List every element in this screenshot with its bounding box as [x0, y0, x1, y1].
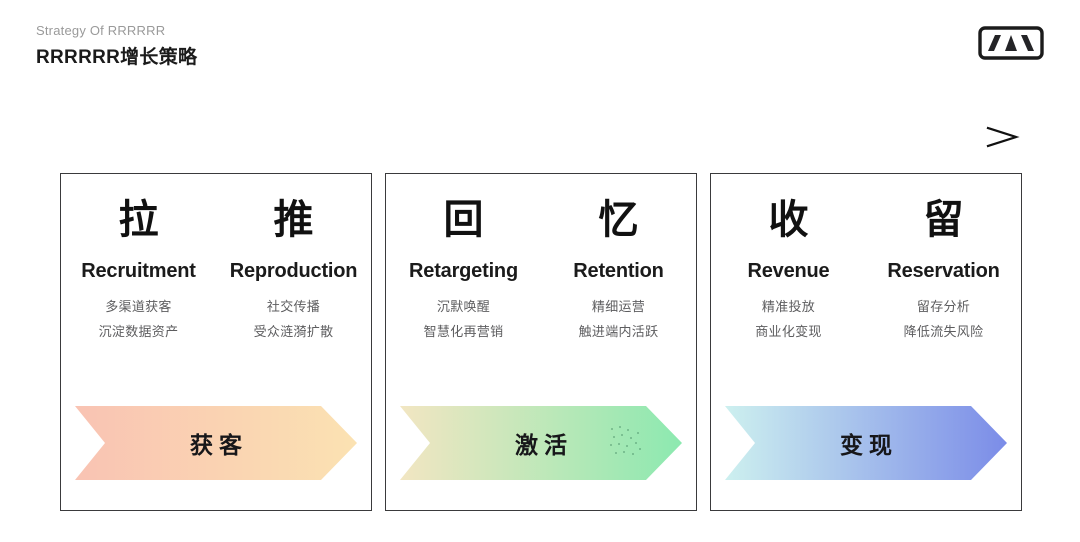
column-reproduction: 推 Reproduction 社交传播 受众涟漪扩散	[216, 196, 371, 340]
mountain-logo-icon	[978, 26, 1044, 60]
halftone-dots-icon	[608, 423, 648, 463]
sub-item: 降低流失风险	[903, 324, 984, 339]
ribbon-monetization[interactable]: 变现	[725, 406, 1007, 480]
column-reservation: 留 Reservation 留存分析 降低流失风险	[866, 196, 1021, 340]
en-label: Recruitment	[81, 260, 196, 282]
strategy-cards: 拉 Recruitment 多渠道获客 沉淀数据资产 推 Reproductio…	[60, 173, 1022, 511]
sub-item: 精准投放	[761, 299, 816, 314]
sub-item: 触进端内活跃	[578, 324, 659, 339]
sub-list: 留存分析 降低流失风险	[904, 298, 984, 340]
en-label: Retention	[573, 260, 664, 282]
ribbon-acquisition[interactable]: 获客	[75, 406, 357, 480]
page-header: Strategy Of RRRRRR RRRRRR增长策略	[36, 22, 1044, 78]
card-acquisition[interactable]: 拉 Recruitment 多渠道获客 沉淀数据资产 推 Reproductio…	[60, 173, 372, 511]
ribbon-wrap: 获客	[75, 406, 357, 480]
cn-glyph: 拉	[118, 198, 159, 242]
card-columns: 回 Retargeting 沉默唤醒 智慧化再营销 忆 Retention 精细…	[386, 174, 696, 340]
sub-item: 留存分析	[916, 299, 971, 314]
en-label: Revenue	[747, 260, 830, 282]
header-eyebrow: Strategy Of RRRRRR	[36, 23, 166, 38]
card-monetization[interactable]: 收 Revenue 精准投放 商业化变现 留 Reservation 留存分析 …	[710, 173, 1022, 511]
cn-glyph: 留	[923, 198, 964, 242]
card-activation[interactable]: 回 Retargeting 沉默唤醒 智慧化再营销 忆 Retention 精细…	[385, 173, 697, 511]
en-label: Retargeting	[409, 260, 518, 282]
sub-list: 多渠道获客 沉淀数据资产	[99, 298, 179, 340]
ribbon-wrap: 变现	[725, 406, 1007, 480]
timeline-arrow	[58, 125, 1020, 149]
card-columns: 拉 Recruitment 多渠道获客 沉淀数据资产 推 Reproductio…	[61, 174, 371, 340]
sub-item: 精细运营	[591, 299, 646, 314]
sub-list: 精细运营 触进端内活跃	[579, 298, 659, 340]
sub-list: 社交传播 受众涟漪扩散	[254, 298, 334, 340]
sub-list: 精准投放 商业化变现	[755, 298, 822, 340]
cn-glyph: 回	[443, 198, 484, 242]
page-title: RRRRRR增长策略	[36, 47, 198, 68]
sub-item: 社交传播	[266, 299, 321, 314]
cn-glyph: 忆	[598, 198, 639, 242]
ribbon-label: 变现	[840, 432, 898, 458]
sub-item: 受众涟漪扩散	[253, 324, 334, 339]
column-retargeting: 回 Retargeting 沉默唤醒 智慧化再营销	[386, 196, 541, 340]
sub-item: 智慧化再营销	[423, 324, 504, 339]
column-retention: 忆 Retention 精细运营 触进端内活跃	[541, 196, 696, 340]
sub-item: 多渠道获客	[105, 299, 172, 314]
ribbon-activation[interactable]: 激活	[400, 406, 682, 480]
column-recruitment: 拉 Recruitment 多渠道获客 沉淀数据资产	[61, 196, 216, 340]
sub-list: 沉默唤醒 智慧化再营销	[424, 298, 504, 340]
sub-item: 沉默唤醒	[436, 299, 491, 314]
ribbon-label: 激活	[515, 432, 573, 458]
ribbon-label: 获客	[190, 432, 248, 458]
cn-glyph: 收	[768, 198, 809, 242]
sub-item: 沉淀数据资产	[98, 324, 179, 339]
sub-item: 商业化变现	[755, 324, 822, 339]
column-revenue: 收 Revenue 精准投放 商业化变现	[711, 196, 866, 340]
ribbon-wrap: 激活	[400, 406, 682, 480]
cn-glyph: 推	[273, 198, 314, 242]
card-columns: 收 Revenue 精准投放 商业化变现 留 Reservation 留存分析 …	[711, 174, 1021, 340]
en-label: Reproduction	[229, 260, 358, 282]
en-label: Reservation	[887, 260, 1000, 282]
